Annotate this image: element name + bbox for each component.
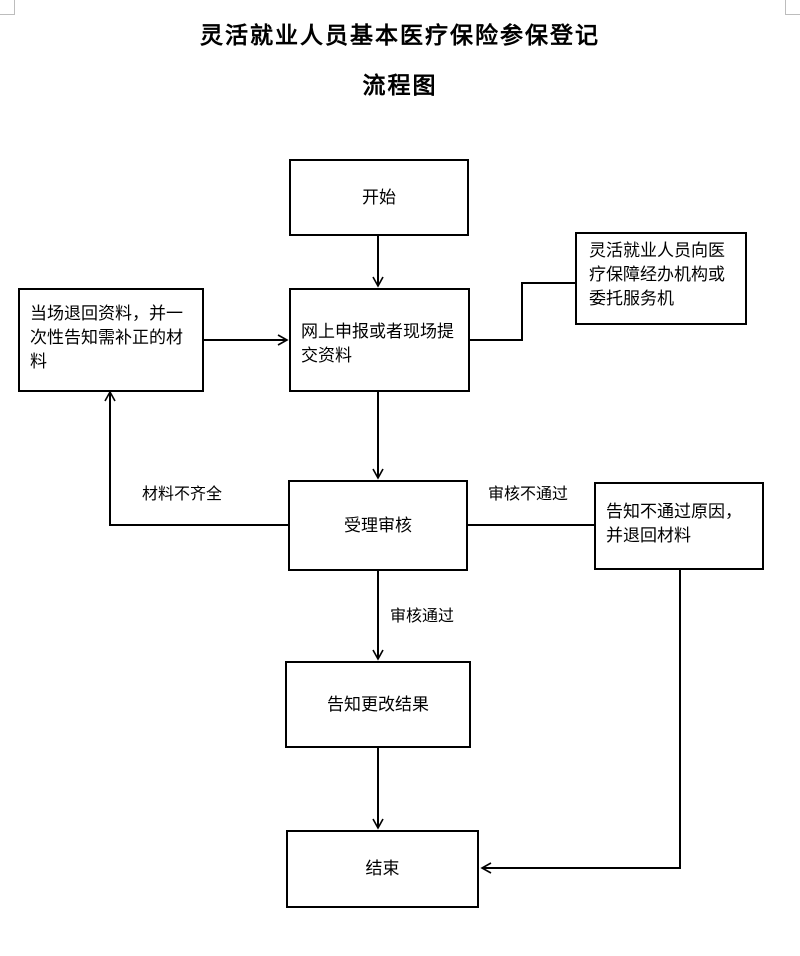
reject-notice-label: 告知不通过原因，并退回材料 [606, 502, 742, 546]
review-node: 受理审核 [288, 480, 468, 571]
end-node-label: 结束 [365, 859, 400, 879]
start-node: 开始 [289, 159, 469, 236]
notify-result-node: 告知更改结果 [285, 661, 471, 748]
end-node: 结束 [286, 830, 479, 908]
agency-note-label: 灵活就业人员向医疗保障经办机构或委托服务机 [589, 241, 725, 309]
return-materials-label: 当场退回资料，并一次性告知需补正的材料 [30, 304, 183, 372]
connector-submit-to-note [470, 282, 576, 341]
diagram-title: 灵活就业人员基本医疗保险参保登记 [200, 22, 600, 49]
review-node-label: 受理审核 [344, 515, 412, 536]
diagram-subtitle: 流程图 [362, 72, 438, 99]
return-materials-node: 当场退回资料，并一次性告知需补正的材料 [18, 288, 204, 392]
start-node-label: 开始 [362, 187, 396, 208]
edge-label-failed: 审核不通过 [488, 484, 569, 503]
edge-label-passed: 审核通过 [390, 606, 455, 625]
submit-materials-node: 网上申报或者现场提交资料 [289, 288, 470, 392]
arrow-review-to-return [104, 390, 289, 526]
agency-note-box: 灵活就业人员向医疗保障经办机构或委托服务机 [575, 232, 747, 325]
page-corner-mark-right [785, 0, 800, 15]
arrow-reject-to-end [480, 569, 681, 874]
edge-label-incomplete: 材料不齐全 [142, 484, 223, 503]
submit-materials-label: 网上申报或者现场提交资料 [301, 322, 454, 366]
reject-notice-node: 告知不通过原因，并退回材料 [594, 482, 764, 570]
notify-result-label: 告知更改结果 [327, 694, 429, 715]
page-corner-mark-left [0, 0, 15, 15]
